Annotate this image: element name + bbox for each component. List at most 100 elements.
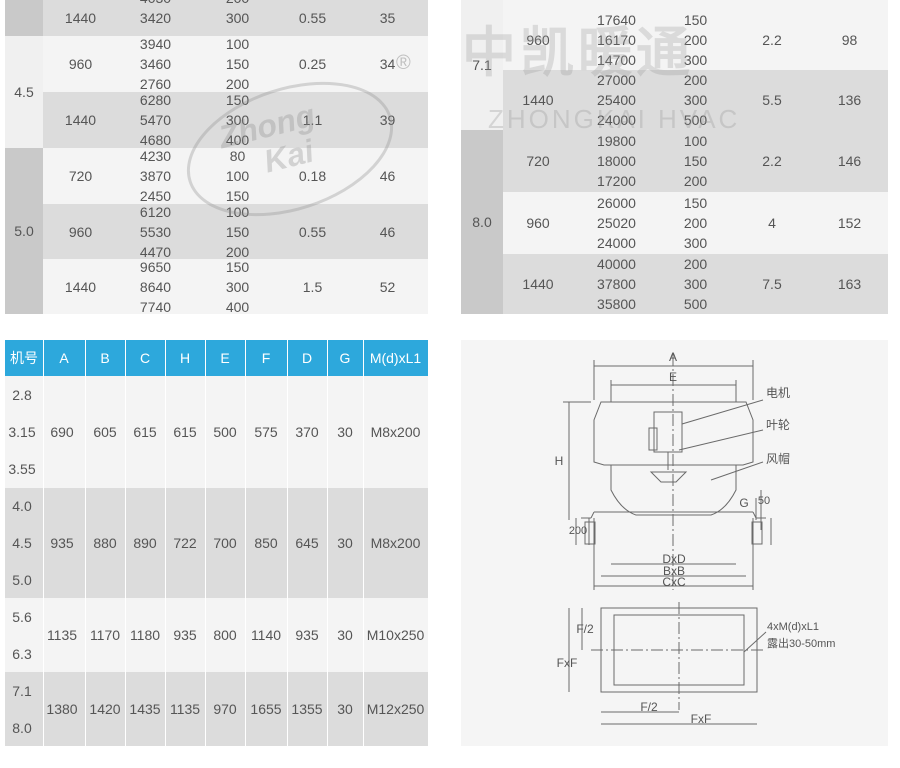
pressure-cell-line: 200: [683, 256, 708, 272]
pressure-cell-line: 300: [683, 276, 708, 292]
row-band: [43, 92, 428, 148]
column-divider: [363, 488, 364, 598]
column-divider: [85, 488, 86, 598]
size-label: 3.55: [8, 461, 36, 478]
flow-cell-line: 24000: [597, 235, 636, 251]
size-col-top: [5, 0, 43, 36]
dim-value: M8x200: [370, 424, 421, 440]
flow-cell-line: 24000: [597, 112, 636, 128]
power-cell: 4: [768, 215, 776, 231]
column-divider: [165, 672, 166, 746]
flow-cell-line: 6120: [139, 203, 172, 220]
power-cell: 2.2: [762, 153, 782, 169]
column-divider: [165, 488, 166, 598]
header-band: [5, 340, 428, 376]
dim-label-g: G: [739, 496, 749, 510]
dim-value: 615: [173, 424, 197, 440]
pressure-cell-line: 150: [225, 258, 250, 275]
column-divider: [327, 672, 328, 746]
dim-value: 935: [50, 535, 74, 551]
flow-cell-line: 16170: [597, 32, 636, 48]
dim-label-fxf-vertical: FxF: [556, 656, 578, 670]
pressure-cell-line: 100: [225, 203, 250, 220]
performance-table-left: 4.5 5.0 1440403034202003000.553596039403…: [5, 0, 428, 315]
speed-cell: 960: [526, 32, 550, 48]
dim-value: 1135: [169, 701, 201, 717]
pressure-cell-line: 200: [225, 76, 250, 92]
row-band: [43, 204, 428, 259]
row-band: [43, 36, 428, 92]
column-header: 机号: [10, 350, 38, 366]
dim-value: 935: [295, 627, 319, 643]
noise-cell: 46: [379, 223, 396, 240]
size-label: 5.6: [12, 608, 32, 625]
column-divider: [85, 376, 86, 488]
header-divider: [327, 340, 328, 376]
pressure-cell-line: 200: [683, 72, 708, 88]
speed-cell: 720: [68, 168, 93, 184]
dim-value: M10x250: [366, 627, 425, 643]
flow-cell-line: 35800: [597, 296, 636, 312]
column-header: M(d)xL1: [369, 350, 422, 366]
column-header: A: [59, 350, 69, 366]
pressure-cell-line: 150: [225, 223, 250, 240]
pressure-cell-line: 300: [225, 278, 250, 295]
column-header: E: [220, 350, 230, 366]
flow-cell-line: 27000: [597, 72, 636, 88]
pressure-cell-line: 300: [683, 235, 708, 251]
column-divider: [165, 598, 166, 672]
pressure-cell-line: 100: [225, 36, 250, 52]
dim-label-f2-horizontal: F/2: [640, 700, 658, 714]
column-divider: [287, 488, 288, 598]
size-cell-4-5: 4.5: [5, 36, 43, 148]
column-divider: [245, 488, 246, 598]
column-header: F: [261, 350, 271, 366]
group-band: [5, 598, 428, 672]
flow-cell-line: 8640: [139, 278, 172, 295]
speed-cell: 1440: [64, 112, 97, 128]
column-divider: [327, 376, 328, 488]
flow-cell-line: 18000: [597, 153, 636, 169]
dim-value: 800: [213, 627, 237, 643]
dim-value: 890: [133, 535, 157, 551]
noise-cell: 35: [379, 10, 396, 26]
flow-cell-line: 4680: [139, 132, 172, 148]
dim-label-fxf-horizontal: FxF: [690, 712, 712, 726]
dim-value: 370: [295, 424, 319, 440]
column-divider: [165, 376, 166, 488]
pressure-cell-line: 200: [683, 32, 708, 48]
column-divider: [245, 598, 246, 672]
speed-cell: 1440: [522, 276, 554, 292]
flow-cell-line: 9650: [139, 258, 172, 275]
column-header: B: [100, 350, 110, 366]
power-cell: 5.5: [762, 92, 782, 108]
flow-cell-line: 5530: [139, 223, 172, 240]
noise-cell: 39: [379, 112, 396, 128]
pressure-cell-line: 150: [225, 56, 250, 72]
column-divider: [125, 488, 126, 598]
size-label: 8.0: [12, 719, 32, 736]
row-band: [43, 0, 428, 36]
dim-value: 850: [254, 535, 278, 551]
noise-cell: 152: [837, 215, 862, 231]
dim-value: M12x250: [366, 701, 425, 717]
group-band: [5, 488, 428, 598]
column-divider: [43, 598, 44, 672]
power-cell: 0.18: [298, 168, 327, 184]
pressure-cell-line: 300: [683, 52, 708, 68]
size-label: 7.1: [12, 682, 32, 699]
speed-cell: 960: [68, 223, 93, 240]
column-divider: [205, 376, 206, 488]
dim-value: 30: [337, 701, 353, 717]
header-divider: [205, 340, 206, 376]
